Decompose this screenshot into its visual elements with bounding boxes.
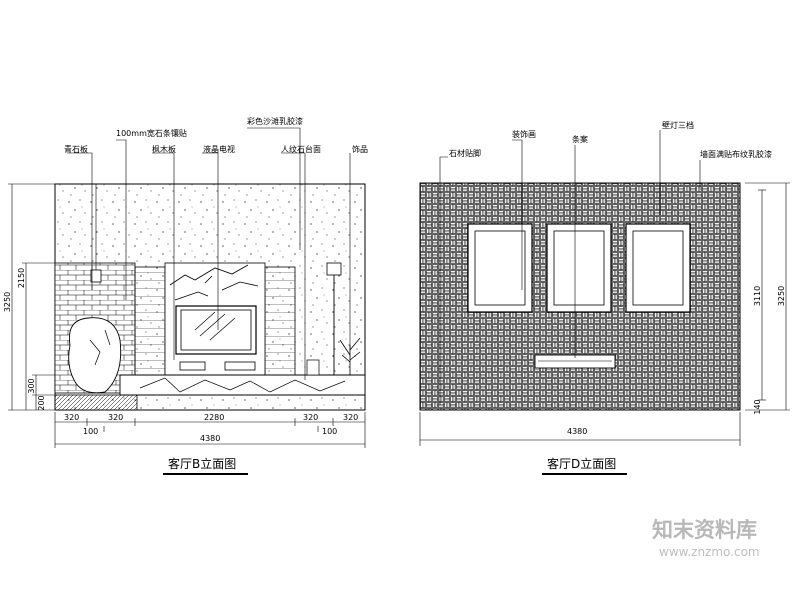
left-elevation-title: 客厅B立面图 — [168, 456, 236, 471]
label-lcd-tv: 液晶电视 — [203, 144, 235, 154]
dim-height-140: 140 — [753, 399, 762, 414]
lcd-tv — [175, 305, 257, 355]
dim-height-2150: 2150 — [17, 268, 26, 288]
watermark-url: www.znzmo.com — [659, 545, 760, 559]
decorative-paintings — [467, 223, 691, 313]
label-wall-lamp: 壁灯三档 — [662, 120, 694, 130]
left-height-dimensions — [8, 183, 55, 411]
watermark: 知末资料库 www.znzmo.com — [652, 518, 760, 559]
marble-veins — [169, 264, 259, 301]
left-width-dimensions — [54, 412, 366, 448]
label-stone-baseboard: 石材贴脚 — [449, 148, 481, 158]
dim-width-320-d: 320 — [343, 413, 358, 422]
pendant-lamp — [90, 269, 102, 283]
decorative-rock — [68, 317, 122, 394]
dim-offset-100-b: 100 — [322, 427, 337, 436]
left-elevation: 青石板 100mm宽石条镶贴 枫木板 液晶电视 彩色沙滩乳胶漆 人纹石台面 饰品… — [3, 116, 368, 475]
right-elevation: 石材贴脚 装饰画 条案 壁灯三档 墙面满贴布纹乳胶漆 3110 3250 140… — [419, 120, 790, 475]
dim-height-3110: 3110 — [753, 286, 762, 306]
right-width-dimension — [419, 412, 741, 446]
label-fabric-latex: 墙面满贴布纹乳胶漆 — [700, 149, 772, 159]
wood-panel-right — [264, 266, 296, 383]
dim-height-200: 200 — [37, 395, 46, 410]
label-stone-strip: 100mm宽石条镶贴 — [116, 128, 187, 138]
label-painting: 装饰画 — [512, 129, 536, 139]
label-stone-countertop: 人纹石台面 — [281, 144, 321, 154]
dim-height-3250-right: 3250 — [777, 286, 786, 306]
lcd-tv-screen — [180, 309, 252, 351]
floor-lamp-shade — [326, 262, 342, 276]
dim-width-320-c: 320 — [303, 413, 318, 422]
dim-width-2280: 2280 — [204, 413, 224, 422]
label-ornament: 饰品 — [352, 144, 368, 154]
watermark-brand: 知末资料库 — [652, 518, 757, 542]
label-bluestone: 青石板 — [64, 144, 88, 154]
right-elevation-title: 客厅D立面图 — [547, 456, 616, 471]
label-latex-paint: 彩色沙滩乳胶漆 — [247, 116, 303, 126]
dim-height-300: 300 — [27, 378, 36, 393]
label-console: 条案 — [572, 134, 588, 144]
floor-stone — [54, 394, 138, 411]
dim-width-320-a: 320 — [64, 413, 79, 422]
dim-height-3250: 3250 — [3, 292, 12, 312]
stone-countertop — [119, 374, 366, 396]
dim-total-width-right: 4380 — [567, 427, 587, 436]
right-height-dimensions — [745, 182, 790, 411]
plant-decor — [339, 337, 361, 375]
label-maple-board: 枫木板 — [152, 144, 176, 154]
dim-width-320-b: 320 — [108, 413, 123, 422]
wood-panel-left — [134, 266, 166, 383]
dim-total-width-left: 4380 — [200, 434, 220, 443]
dim-offset-100-a: 100 — [83, 427, 98, 436]
